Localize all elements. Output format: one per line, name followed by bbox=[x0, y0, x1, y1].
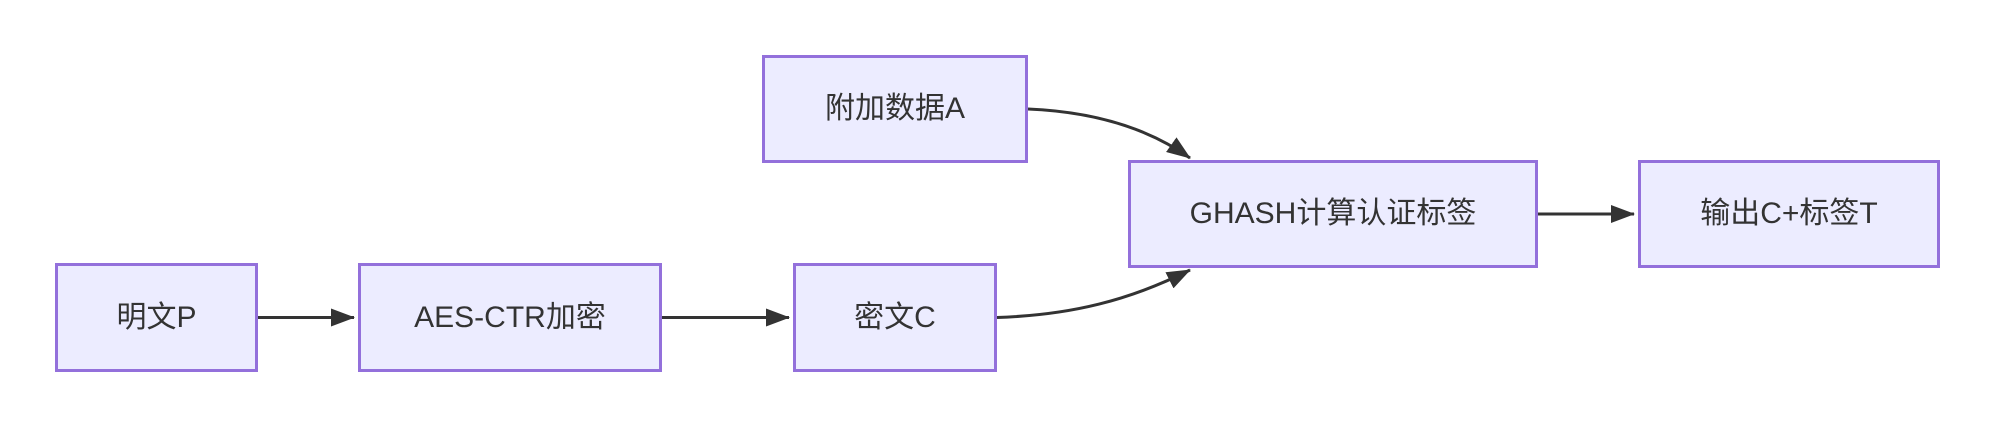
node-plaintext-label: 明文P bbox=[116, 300, 197, 334]
node-aes-ctr-encrypt: AES-CTR加密 bbox=[358, 263, 662, 372]
node-aes-ctr-encrypt-label: AES-CTR加密 bbox=[414, 300, 606, 334]
edge-ciphertext-to-ghash bbox=[996, 268, 1191, 319]
node-output-tag: 输出C+标签T bbox=[1638, 160, 1940, 268]
node-additional-data-label: 附加数据A bbox=[824, 92, 965, 125]
node-ghash-auth-tag-label: GHASH计算认证标签 bbox=[1189, 197, 1477, 230]
node-plaintext: 明文P bbox=[55, 263, 258, 372]
node-additional-data: 附加数据A bbox=[762, 55, 1028, 163]
node-ghash-auth-tag: GHASH计算认证标签 bbox=[1128, 160, 1538, 268]
edge-aad-to-ghash bbox=[1027, 107, 1191, 160]
node-output-tag-label: 输出C+标签T bbox=[1700, 197, 1878, 230]
node-ciphertext: 密文C bbox=[793, 263, 997, 372]
node-ciphertext-label: 密文C bbox=[854, 300, 936, 334]
